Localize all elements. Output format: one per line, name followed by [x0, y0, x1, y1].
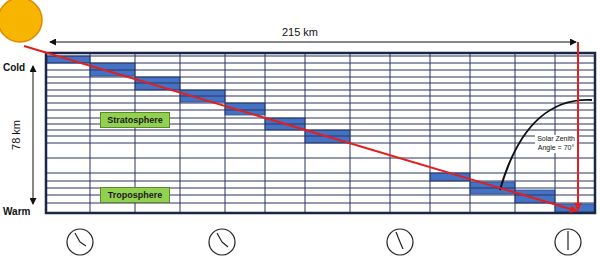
- layer-label-box: Troposphere: [100, 187, 170, 203]
- distance-label: 215 km: [282, 26, 318, 38]
- sun: [0, 0, 42, 42]
- vertical-ray: [577, 42, 579, 210]
- width-dimension: [50, 42, 576, 43]
- temperature-label: Warm: [3, 206, 30, 217]
- angle-label: Solar Zenith Angle = 70°: [535, 135, 577, 153]
- layer-name: Troposphere: [108, 190, 163, 200]
- temperature-label: Cold: [3, 62, 25, 73]
- layer-name: Stratosphere: [107, 115, 163, 125]
- clock-icons: [67, 229, 581, 255]
- layer-label-box: Stratosphere: [100, 112, 170, 128]
- height-label: 78 km: [10, 120, 22, 150]
- height-dimension: [33, 66, 34, 204]
- slant-sun-ray: [24, 46, 577, 211]
